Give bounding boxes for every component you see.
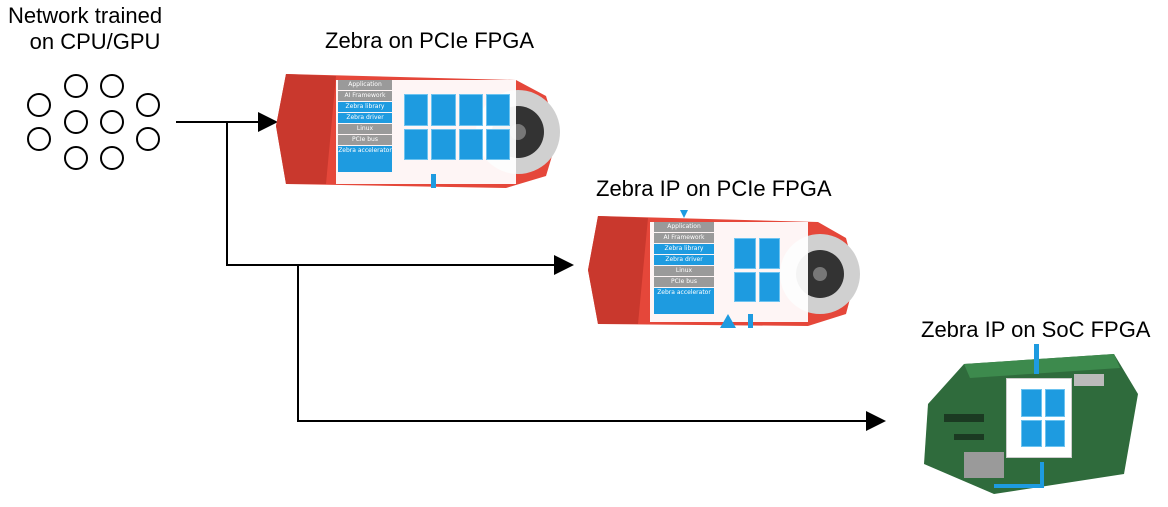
source-title-line2: on CPU/GPU bbox=[29, 29, 161, 54]
stack-layer: Zebra accelerator bbox=[654, 288, 714, 314]
stack-layer: Zebra driver bbox=[338, 113, 392, 123]
target-title-soc: Zebra IP on SoC FPGA bbox=[921, 317, 1151, 342]
source-title-line1: Network trained bbox=[8, 3, 163, 28]
neuron bbox=[100, 74, 124, 98]
stack-layer: Zebra driver bbox=[654, 255, 714, 265]
stack-layer: PCIe bus bbox=[338, 135, 392, 145]
neuron bbox=[100, 110, 124, 134]
stack-layer: Zebra accelerator bbox=[338, 146, 392, 172]
neuron bbox=[64, 146, 88, 170]
neuron bbox=[136, 93, 160, 117]
stack-layer: AI Framework bbox=[338, 91, 392, 101]
neuron bbox=[136, 127, 160, 151]
stack-layer: Zebra library bbox=[338, 102, 392, 112]
stack-layer: Application bbox=[654, 222, 714, 232]
compute-core-grid bbox=[1021, 389, 1065, 447]
soc-fpga-board-image bbox=[924, 344, 1138, 496]
neuron bbox=[64, 110, 88, 134]
pcie-fpga-board-image: Application AI Framework Zebra library Z… bbox=[276, 66, 564, 190]
neuron bbox=[100, 146, 124, 170]
ip-pcie-fpga-board-image: Application AI Framework Zebra library Z… bbox=[588, 210, 860, 330]
compute-core-grid bbox=[404, 94, 510, 160]
arrow-to-ip-pcie-fpga bbox=[226, 122, 574, 275]
compute-core-grid bbox=[734, 238, 780, 302]
stack-layer: AI Framework bbox=[654, 233, 714, 243]
source-title: Network trained on CPU/GPU bbox=[8, 3, 162, 55]
stack-layer: PCIe bus bbox=[654, 277, 714, 287]
neuron bbox=[27, 127, 51, 151]
arrow-to-soc-fpga bbox=[297, 265, 886, 431]
software-stack: Application AI Framework Zebra library Z… bbox=[654, 222, 714, 315]
stack-layer: Linux bbox=[654, 266, 714, 276]
stack-layer: Application bbox=[338, 80, 392, 90]
target-title-ip-pcie: Zebra IP on PCIe FPGA bbox=[596, 176, 832, 201]
fpga-ip-panel bbox=[1006, 378, 1072, 458]
target-title-pcie: Zebra on PCIe FPGA bbox=[325, 28, 535, 53]
stack-layer: Zebra library bbox=[654, 244, 714, 254]
stack-layer: Linux bbox=[338, 124, 392, 134]
neuron bbox=[64, 74, 88, 98]
software-stack: Application AI Framework Zebra library Z… bbox=[338, 80, 392, 173]
neuron bbox=[27, 93, 51, 117]
